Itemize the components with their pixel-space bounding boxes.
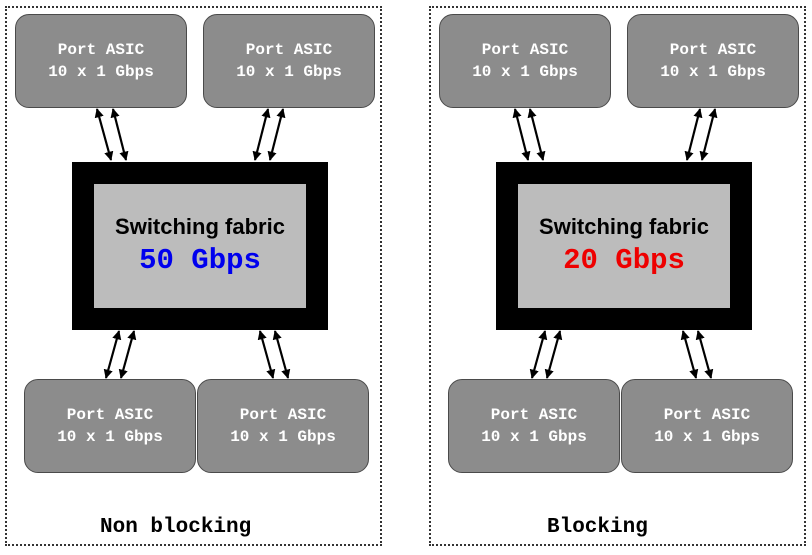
asic-capacity: 10 x 1 Gbps (236, 63, 342, 81)
bidirectional-arrow (267, 108, 286, 161)
port-asic-box: Port ASIC 10 x 1 Gbps (203, 14, 375, 108)
panel-non-blocking (5, 6, 382, 546)
asic-label: Port ASIC (663, 406, 751, 424)
asic-capacity: 10 x 1 Gbps (472, 63, 578, 81)
bidirectional-arrow (257, 330, 276, 379)
asic-label: Port ASIC (57, 41, 145, 59)
asic-label: Port ASIC (66, 406, 154, 424)
bidirectional-arrow (512, 108, 531, 161)
bidirectional-arrow (544, 330, 563, 379)
switching-fabric-inner: Switching fabric 20 Gbps (518, 184, 730, 308)
asic-capacity: 10 x 1 Gbps (481, 428, 587, 446)
panel-blocking (429, 6, 806, 546)
bidirectional-arrow (695, 330, 714, 379)
fabric-rate: 20 Gbps (563, 244, 685, 277)
switching-fabric-box: Switching fabric 20 Gbps (496, 162, 752, 330)
port-asic-box: Port ASIC 10 x 1 Gbps (448, 379, 620, 473)
port-asic-box: Port ASIC 10 x 1 Gbps (627, 14, 799, 108)
bidirectional-arrow (110, 108, 129, 161)
panel-caption: Blocking (547, 516, 648, 539)
bidirectional-arrow (527, 108, 546, 161)
fabric-title: Switching fabric (539, 214, 709, 239)
port-asic-box: Port ASIC 10 x 1 Gbps (15, 14, 187, 108)
asic-capacity: 10 x 1 Gbps (654, 428, 760, 446)
switching-fabric-box: Switching fabric 50 Gbps (72, 162, 328, 330)
asic-capacity: 10 x 1 Gbps (230, 428, 336, 446)
fabric-rate: 50 Gbps (139, 244, 261, 277)
bidirectional-arrow (529, 330, 548, 379)
asic-label: Port ASIC (669, 41, 757, 59)
asic-label: Port ASIC (239, 406, 327, 424)
port-asic-box: Port ASIC 10 x 1 Gbps (197, 379, 369, 473)
bidirectional-arrow (103, 330, 122, 379)
asic-label: Port ASIC (245, 41, 333, 59)
bidirectional-arrow (252, 108, 271, 161)
asic-capacity: 10 x 1 Gbps (57, 428, 163, 446)
port-asic-box: Port ASIC 10 x 1 Gbps (439, 14, 611, 108)
asic-label: Port ASIC (481, 41, 569, 59)
bidirectional-arrow (684, 108, 703, 161)
asic-capacity: 10 x 1 Gbps (660, 63, 766, 81)
bidirectional-arrow (272, 330, 291, 379)
port-asic-box: Port ASIC 10 x 1 Gbps (24, 379, 196, 473)
bidirectional-arrow (118, 330, 137, 379)
fabric-title: Switching fabric (115, 214, 285, 239)
port-asic-box: Port ASIC 10 x 1 Gbps (621, 379, 793, 473)
bidirectional-arrow (699, 108, 718, 161)
bidirectional-arrow (680, 330, 699, 379)
bidirectional-arrow (94, 108, 114, 161)
switching-fabric-inner: Switching fabric 50 Gbps (94, 184, 306, 308)
asic-capacity: 10 x 1 Gbps (48, 63, 154, 81)
asic-label: Port ASIC (490, 406, 578, 424)
panel-caption: Non blocking (100, 516, 252, 539)
